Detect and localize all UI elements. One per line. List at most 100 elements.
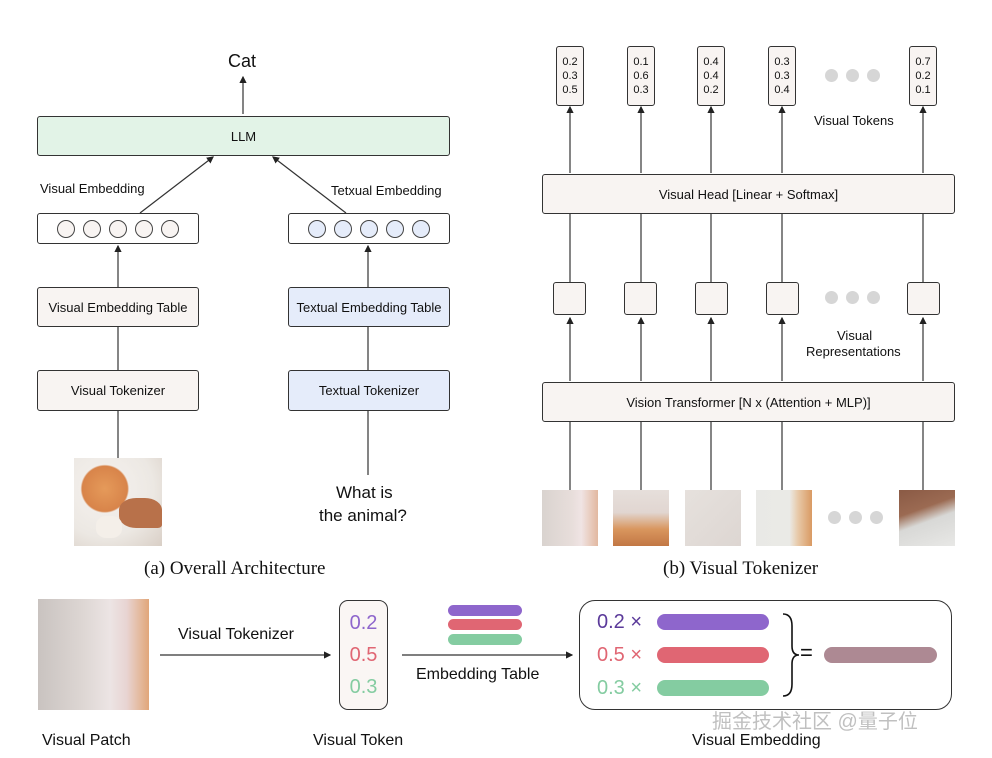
embedding-node: [334, 219, 352, 238]
visual-representation-box: [624, 282, 657, 315]
visual-tokenizer-label: Visual Tokenizer: [70, 383, 166, 398]
visual-patch-label: Visual Patch: [42, 732, 131, 749]
caption-a: (a) Overall Architecture: [144, 558, 326, 579]
weight-term-green: 0.3 ×: [597, 677, 643, 699]
visual-representation-box: [766, 282, 799, 315]
textual-tokenizer-label: Textual Tokenizer: [318, 383, 420, 398]
embedding-bar-purple: [657, 614, 769, 630]
token-value: 0.3: [633, 84, 649, 96]
visual-patch-image: [38, 599, 149, 710]
watermark: 掘金技术社区 @量子位: [712, 711, 918, 733]
embedding-table-row-red: [448, 619, 522, 630]
token-value: 0.4: [703, 56, 719, 68]
visual-token-box: 0.4 0.4 0.2: [697, 46, 725, 106]
weight-term-red: 0.5 ×: [597, 644, 643, 666]
visual-representations-label-2: Representations: [806, 344, 901, 359]
question-line-2: the animal?: [319, 506, 407, 525]
ellipsis-dot: [849, 511, 862, 524]
embedding-node: [83, 219, 101, 238]
token-value: 0.4: [703, 70, 719, 82]
image-patch: [899, 490, 955, 546]
token-value-green: 0.3: [349, 675, 378, 698]
embedding-bar-red: [657, 647, 769, 663]
visual-embedding-label: Visual Embedding: [692, 732, 821, 749]
weight-term-purple: 0.2 ×: [597, 611, 643, 633]
embedding-node: [161, 219, 179, 238]
cat-chest-shape: [96, 516, 122, 538]
caption-b: (b) Visual Tokenizer: [663, 558, 819, 579]
image-patch: [756, 490, 812, 546]
visual-head-label: Visual Head [Linear + Softmax]: [658, 186, 839, 202]
token-value: 0.2: [915, 70, 931, 82]
textual-embedding-label: Tetxual Embedding: [331, 183, 442, 198]
embedding-node: [57, 219, 75, 238]
visual-token-label: Visual Token: [313, 732, 404, 749]
visual-representation-box: [907, 282, 940, 315]
token-value: 0.3: [562, 70, 578, 82]
embedding-table-row-green: [448, 634, 522, 645]
visual-embedding-vector: [37, 213, 199, 244]
visual-embedding-label: Visual Embedding: [40, 181, 145, 196]
tokenizer-arrow-label: Visual Tokenizer: [178, 626, 294, 643]
embedding-node: [135, 219, 153, 238]
token-value: 0.6: [633, 70, 649, 82]
visual-token-box: 0.1 0.6 0.3: [627, 46, 655, 106]
embedding-node: [109, 219, 127, 238]
visual-token-box: 0.2 0.3 0.5: [556, 46, 584, 106]
ellipsis-dot: [867, 291, 880, 304]
ellipsis-dot: [867, 69, 880, 82]
equals-sign: =: [800, 640, 813, 665]
token-value: 0.5: [562, 84, 578, 96]
image-patch: [542, 490, 598, 546]
token-value: 0.1: [633, 56, 649, 68]
token-value: 0.7: [915, 56, 931, 68]
visual-representations-label-1: Visual: [837, 328, 873, 343]
ellipsis-dot: [846, 69, 859, 82]
token-value: 0.3: [774, 56, 790, 68]
visual-token-box: 0.7 0.2 0.1: [909, 46, 937, 106]
textual-tokenizer-box: Textual Tokenizer: [288, 370, 450, 411]
ellipsis-dot: [825, 69, 838, 82]
output-label-cat: Cat: [228, 51, 257, 71]
vision-transformer-label: Vision Transformer [N x (Attention + MLP…: [626, 394, 871, 410]
token-value: 0.1: [915, 84, 931, 96]
textual-embedding-table-label: Textual Embedding Table: [296, 299, 442, 315]
visual-tokens-label: Visual Tokens: [814, 113, 894, 128]
token-value: 0.4: [774, 84, 790, 96]
embedding-table-label: Embedding Table: [416, 666, 540, 683]
visual-representation-box: [695, 282, 728, 315]
token-value: 0.2: [562, 56, 578, 68]
cat-body-shape: [119, 498, 162, 528]
image-patch: [613, 490, 669, 546]
ellipsis-dot: [846, 291, 859, 304]
visual-embedding-table-label: Visual Embedding Table: [48, 299, 188, 315]
curly-brace-icon: [782, 613, 800, 697]
visual-representation-box: [553, 282, 586, 315]
llm-label: LLM: [230, 128, 257, 144]
token-value: 0.2: [703, 84, 719, 96]
cat-image: [74, 458, 162, 546]
ellipsis-dot: [828, 511, 841, 524]
llm-box: LLM: [37, 116, 450, 156]
vision-transformer-box: Vision Transformer [N x (Attention + MLP…: [542, 382, 955, 422]
weighted-sum-box: [579, 600, 952, 710]
textual-embedding-table-box: Textual Embedding Table: [288, 287, 450, 327]
embedding-table-row-purple: [448, 605, 522, 616]
visual-token-box: 0.2 0.5 0.3: [339, 600, 388, 710]
question-line-1: What is: [336, 483, 393, 502]
embedding-node: [386, 219, 404, 238]
visual-head-box: Visual Head [Linear + Softmax]: [542, 174, 955, 214]
ellipsis-dot: [825, 291, 838, 304]
embedding-node: [360, 219, 378, 238]
embedding-node: [308, 219, 326, 238]
token-value-purple: 0.2: [349, 611, 378, 634]
ellipsis-dot: [870, 511, 883, 524]
embedding-node: [412, 219, 430, 238]
visual-embedding-table-box: Visual Embedding Table: [37, 287, 199, 327]
token-value-red: 0.5: [349, 643, 378, 666]
visual-tokenizer-box: Visual Tokenizer: [37, 370, 199, 411]
embedding-bar-green: [657, 680, 769, 696]
image-patch: [685, 490, 741, 546]
